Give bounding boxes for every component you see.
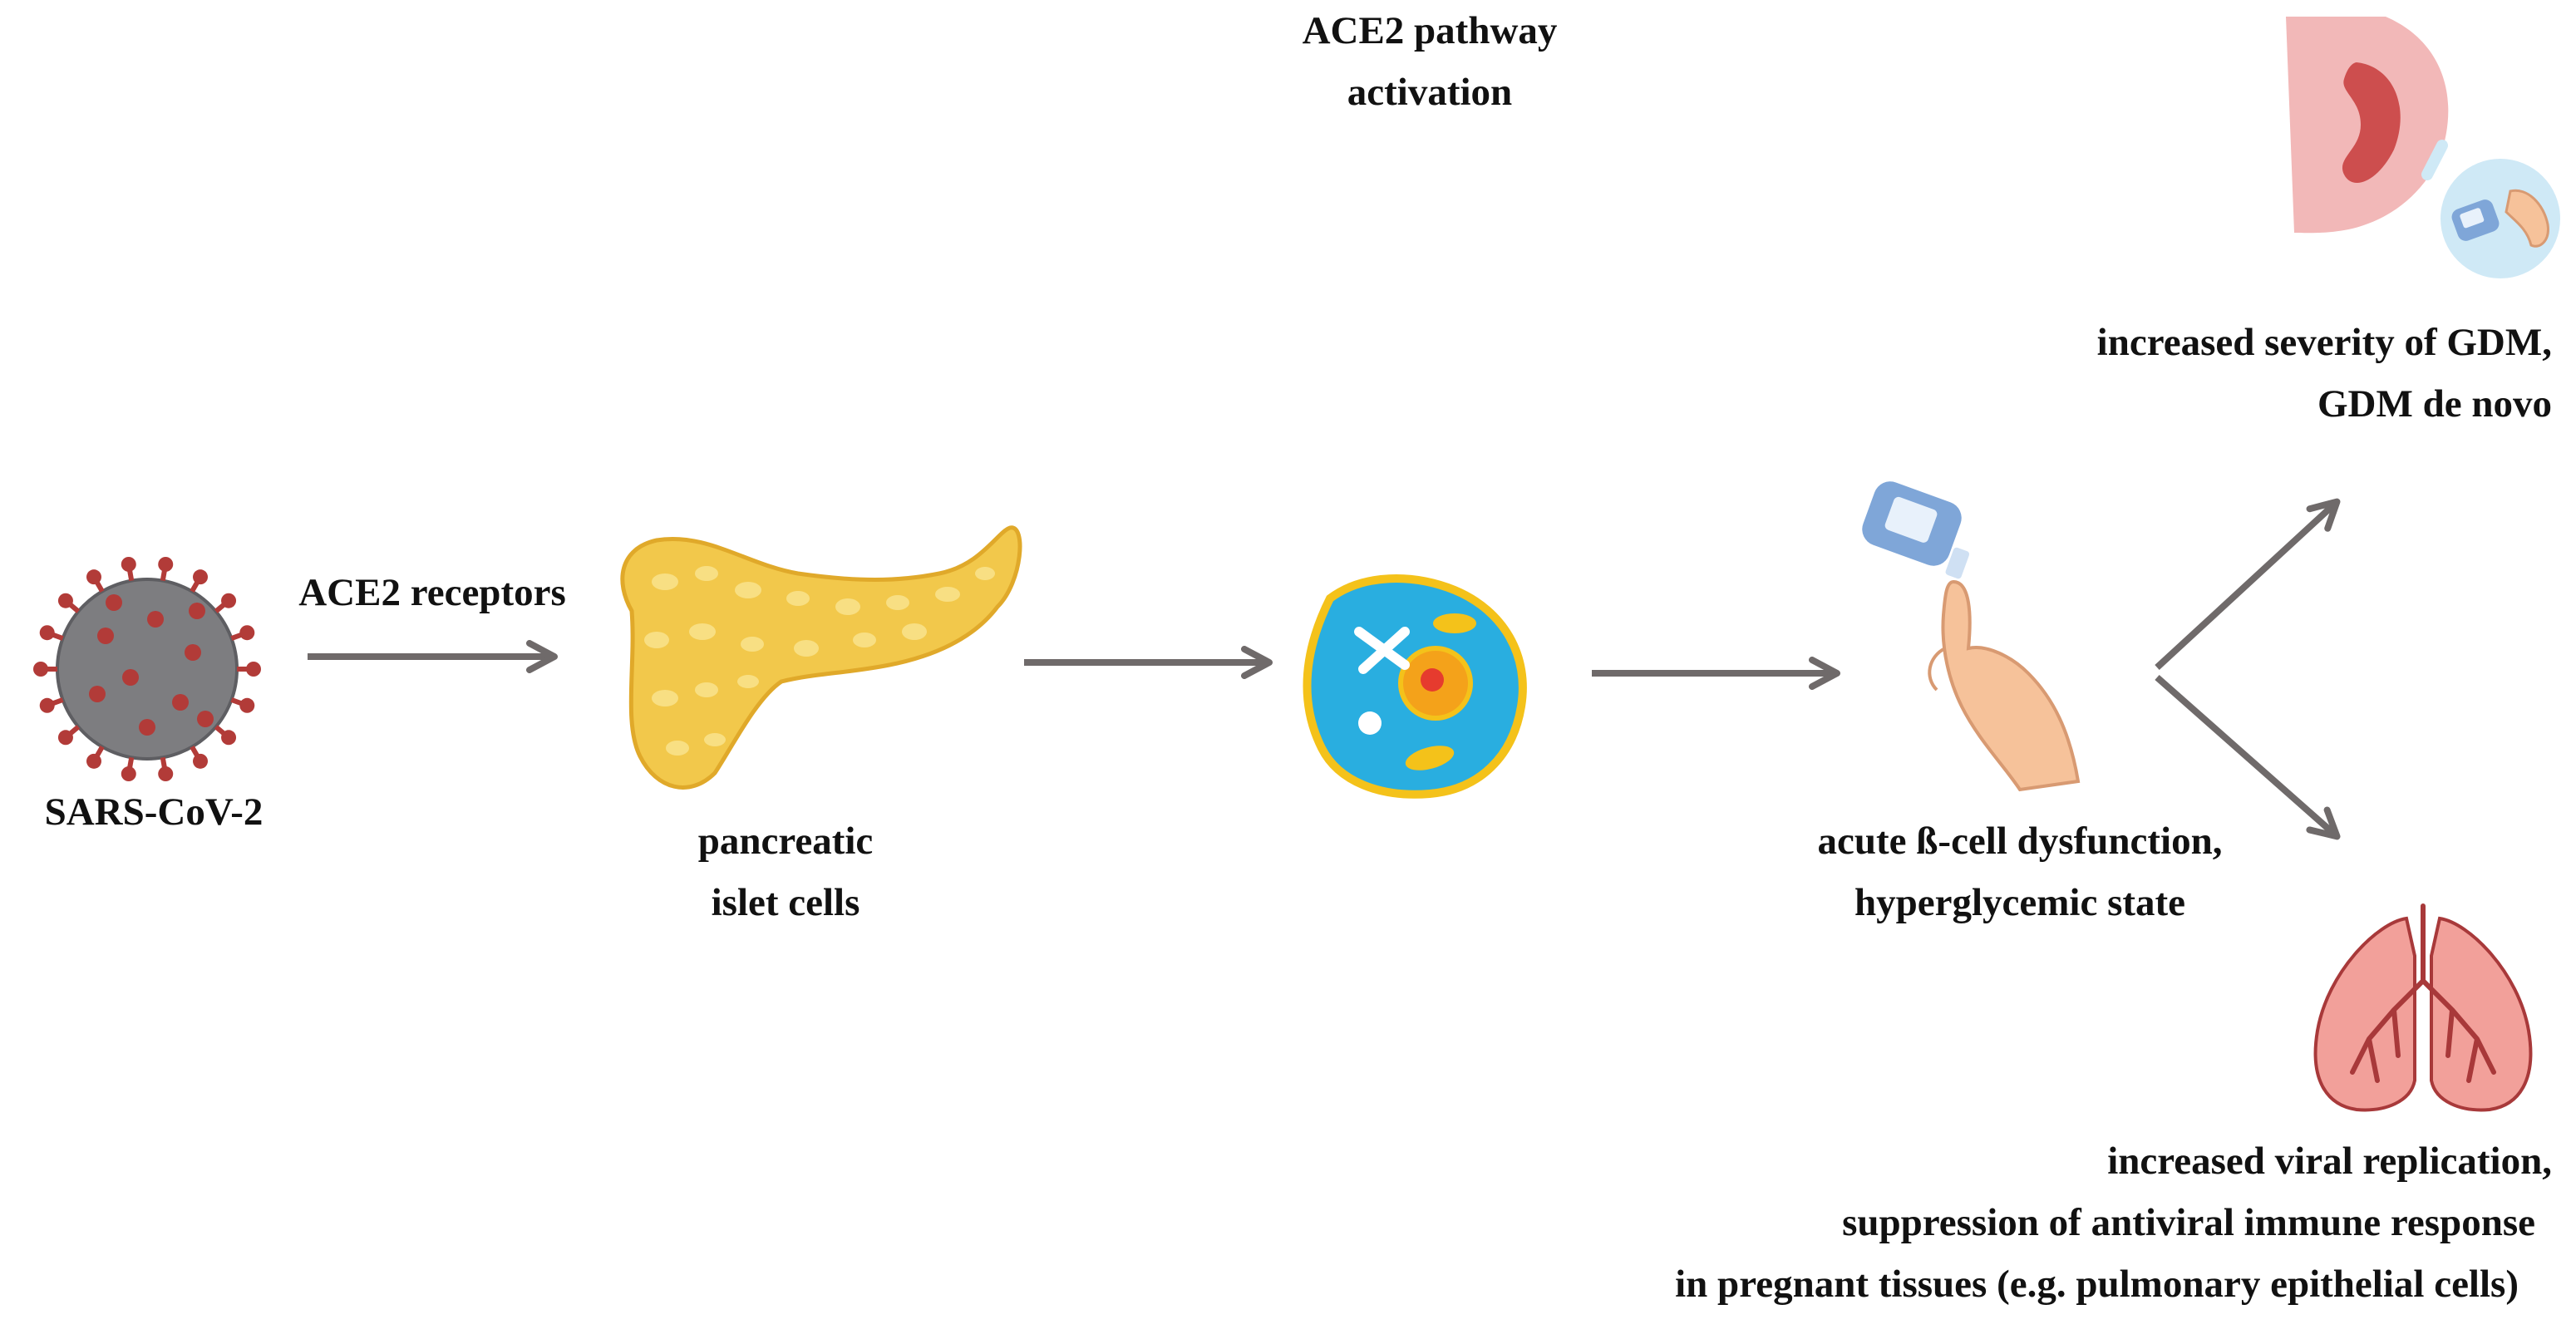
virus-spike-tip xyxy=(57,593,73,608)
node-label-line: hyperglycemic state xyxy=(1854,881,2186,924)
pancreas-icon xyxy=(620,525,1022,790)
coronavirus-icon xyxy=(33,556,261,782)
node-label-gdm: increased severity of GDM, GDM de novo xyxy=(1912,312,2552,435)
node-label-line: pancreatic xyxy=(697,820,874,863)
node-label-line: GDM de novo xyxy=(2317,382,2552,426)
node-label-line: suppression of antiviral immune response xyxy=(1842,1201,2535,1244)
virus-spike-tip xyxy=(221,730,237,746)
virus-spike-tip xyxy=(86,569,101,585)
cell-icon xyxy=(1303,574,1527,799)
lungs-icon xyxy=(2313,903,2533,1112)
node-label-line: increased viral replication, xyxy=(2107,1140,2552,1183)
node-label-line: islet cells xyxy=(711,881,860,924)
node-label-line: acute ß-cell dysfunction, xyxy=(1817,820,2223,863)
node-label-line: activation xyxy=(1347,71,1513,114)
node-label-sars-cov-2: SARS-CoV-2 xyxy=(0,781,308,843)
virus-surface-spike xyxy=(197,711,214,727)
virus-spike-tip xyxy=(86,753,101,769)
virus-surface-spike xyxy=(172,694,189,711)
node-label-viral-replication: increased viral replication, suppression… xyxy=(1538,1130,2552,1315)
virus-spike-tip xyxy=(158,556,174,572)
node-label-line: in pregnant tissues (e.g. pulmonary epit… xyxy=(1675,1263,2519,1306)
virus-spike-tip xyxy=(239,697,255,713)
virus-spike-tip xyxy=(33,662,48,677)
virus-surface-spike xyxy=(139,719,155,736)
edge-label-text: ACE2 receptors xyxy=(298,571,566,614)
arrow-glucose-to-lungs xyxy=(2155,675,2341,840)
virus-surface-spike xyxy=(147,611,164,628)
virus-spike-tip xyxy=(193,753,208,769)
virus-spike-tip xyxy=(121,556,136,572)
virus-spike-tip xyxy=(121,766,136,782)
pregnancy-glucose-icon xyxy=(2286,17,2560,278)
edge-label-ace2-receptors: ACE2 receptors xyxy=(249,562,615,623)
node-label-text: SARS-CoV-2 xyxy=(44,790,264,834)
node-label-beta-cell-dysfunction: acute ß-cell dysfunction, hyperglycemic … xyxy=(1771,810,2269,933)
virus-surface-spike xyxy=(97,628,114,644)
node-label-line: increased severity of GDM, xyxy=(2096,321,2552,364)
virus-spike-tip xyxy=(193,569,208,585)
virus-spike-tip xyxy=(39,697,55,713)
virus-spike-tip xyxy=(221,593,237,608)
flow-arrows xyxy=(308,498,2341,840)
virus-spike-tip xyxy=(57,730,73,746)
virus-surface-spike xyxy=(189,603,205,619)
arrow-glucose-to-gdm xyxy=(2155,498,2341,670)
glucose-meter-finger-icon xyxy=(1862,481,2081,792)
virus-spike-tip xyxy=(158,766,174,782)
virus-spike-tip xyxy=(239,625,255,641)
virus-surface-spike xyxy=(106,594,122,611)
virus-surface-spike xyxy=(89,686,106,702)
virus-spike-tip xyxy=(246,662,261,677)
node-label-line: ACE2 pathway xyxy=(1302,9,1558,52)
virus-spike-tip xyxy=(39,625,55,641)
virus-surface-spike xyxy=(122,669,139,686)
node-label-ace2-pathway-activation: ACE2 pathway activation xyxy=(1263,0,1596,123)
node-label-pancreatic-islet-cells: pancreatic islet cells xyxy=(619,810,952,933)
virus-surface-spike xyxy=(185,644,201,661)
